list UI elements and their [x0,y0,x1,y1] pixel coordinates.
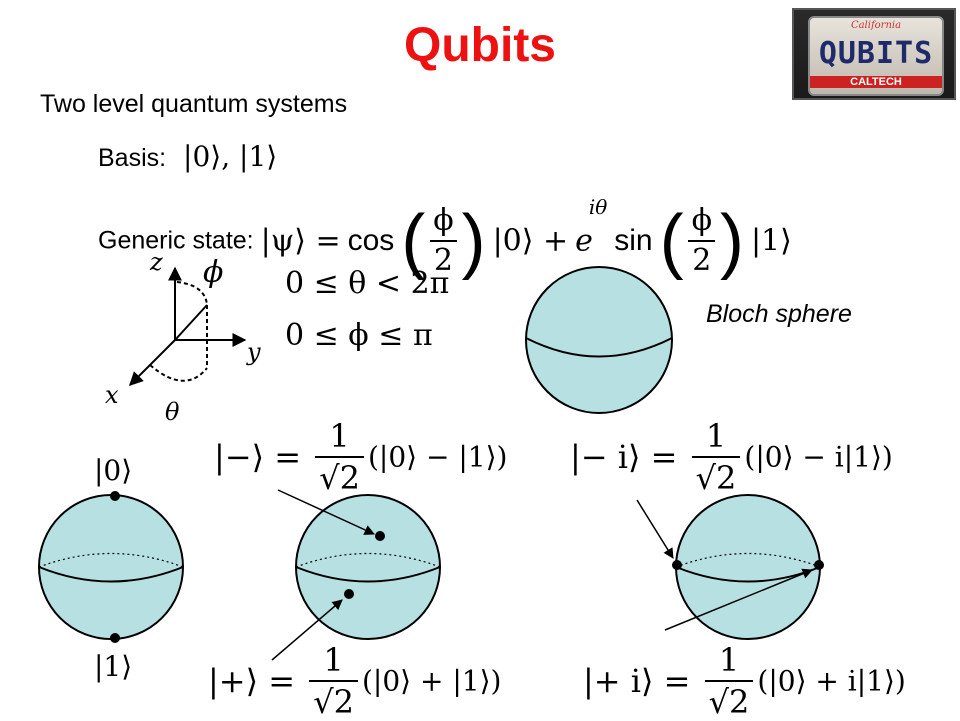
fraction-denominator: √2 [691,456,741,494]
generic-cos: cos [347,224,395,257]
generic-paren-open-1: ( [401,201,426,281]
minus-point [375,531,385,541]
fraction-numerator: 1 [718,641,740,679]
sphere-body [38,494,184,640]
generic-paren-open-2: ( [659,201,684,281]
state-vector [174,304,208,341]
plus-state-equation: |+⟩ = 1√2(|0⟩ + |1⟩) [208,644,501,718]
coordinate-axes [129,266,247,386]
plus-i-lhs: |+ i⟩ = [583,662,691,700]
z-label: z [149,248,163,276]
bloch-sphere-plus-minus-i [636,494,824,640]
minus-i-point [672,560,682,570]
plus-point [344,589,354,599]
minus-state-equation: |−⟩ = 1√2(|0⟩ − |1⟩) [214,420,507,494]
plus-i-arrow [664,568,813,631]
plus-fraction: 1√2 [309,644,358,718]
generic-paren-close-2: ) [720,201,744,281]
x-axis [129,339,176,386]
fraction-denominator: √2 [315,456,364,494]
qubits-license-plate-logo: California QUBITS CALTECH [792,8,956,100]
generic-ket0: |0⟩ + [492,223,569,259]
page-title: Qubits [404,19,556,72]
minus-i-fraction: 1√2 [691,417,741,494]
plus-i-point [814,560,824,570]
fraction-numerator: 1 [323,641,344,679]
fraction-numerator: 1 [705,417,727,455]
sphere-body [525,266,673,414]
logo-bottom-text: CALTECH [810,76,942,88]
minus-i-lhs: |− i⟩ = [570,438,678,476]
sphere-bottom-cut [520,414,680,424]
fraction-numerator: 1 [329,417,350,455]
equator-front [525,337,673,358]
theta-arc [149,364,208,382]
phi-range: 0 ≤ ϕ ≤ π [285,318,433,353]
generic-frac2-num: ϕ [691,203,713,238]
minus-lhs: |−⟩ = [214,438,302,476]
plus-i-fraction: 1√2 [704,641,754,718]
generic-paren-close-1: ) [461,201,486,281]
plus-lhs: |+⟩ = [208,662,296,700]
x-label: x [105,381,119,409]
bloch-sphere-main [520,266,680,424]
fraction-denominator: √2 [704,680,754,718]
plus-i-state-equation: |+ i⟩ = 1√2(|0⟩ + i|1⟩) [583,644,906,718]
minus-rhs: (|0⟩ − |1⟩) [367,440,508,474]
plus-rhs: (|0⟩ + |1⟩) [361,664,502,698]
plus-i-rhs: (|0⟩ + i|1⟩) [757,664,906,698]
ket0-point [110,491,120,501]
logo-top-text: California [850,20,902,31]
basis-line: Basis: |0⟩, |1⟩ [98,140,277,173]
y-label: y [246,338,261,366]
phi-axis-label: ϕ [203,255,223,290]
fraction-denominator: √2 [309,680,358,718]
ket0-label: |0⟩ [94,454,133,487]
minus-arrow [277,489,375,535]
sphere-body [295,494,441,640]
minus-i-rhs: (|0⟩ − i|1⟩) [744,440,893,474]
generic-label: Generic state: [98,226,254,255]
bloch-sphere-basis [38,491,184,643]
theta-range: 0 ≤ θ < 2π [285,266,450,301]
generic-frac1-den: 2 [429,240,457,276]
ket1-point [110,633,120,643]
ket1-label: |1⟩ [94,650,133,683]
bloch-sphere-label: Bloch sphere [706,300,852,328]
generic-frac2-den: 2 [688,240,716,276]
generic-exp: e [575,223,593,259]
minus-i-arrow [636,499,674,559]
generic-ket1: |1⟩ [750,223,792,259]
bloch-sphere-plus-minus [271,489,441,661]
basis-label: Basis: [98,144,167,172]
minus-i-state-equation: |− i⟩ = 1√2(|0⟩ − i|1⟩) [570,420,893,494]
minus-fraction: 1√2 [315,420,364,494]
generic-exp-sup: iθ [588,195,608,220]
plus-arrow [271,599,343,661]
theta-axis-label: θ [165,398,180,426]
equator-front [295,566,441,583]
generic-sin: sin [614,224,653,257]
basis-value: |0⟩, |1⟩ [183,140,278,173]
phi-arc [176,281,208,306]
equator-front [38,566,184,583]
generic-lhs: |ψ⟩ = [260,223,341,259]
logo-word: QUBITS [818,36,934,71]
generic-frac1-num: ϕ [433,203,454,238]
subtitle: Two level quantum systems [40,90,348,118]
